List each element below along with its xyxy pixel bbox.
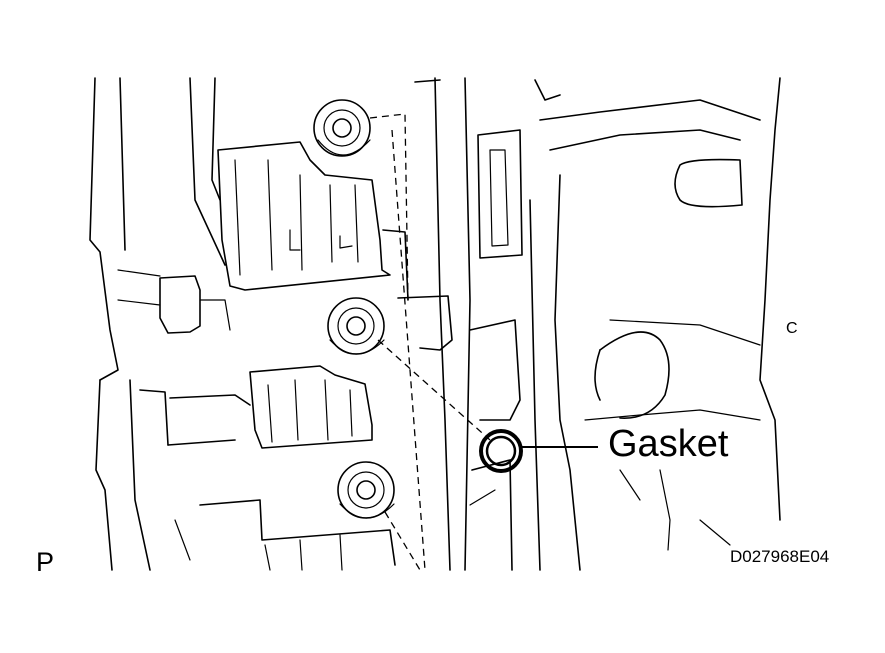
gasket-ring <box>479 429 523 473</box>
middle-pad <box>139 365 373 449</box>
view-letter: P <box>36 547 55 577</box>
lower-pad <box>174 499 396 571</box>
bolt-middle <box>327 297 385 355</box>
left-boss <box>117 269 231 334</box>
upper-pad <box>217 141 409 301</box>
bolt-upper <box>313 99 371 157</box>
block-outline-left <box>89 77 226 571</box>
gasket-label: Gasket <box>608 423 729 465</box>
right-section <box>529 77 781 571</box>
center-channel <box>397 77 523 571</box>
dashed-guides <box>369 113 491 571</box>
reference-code: D027968E04 <box>730 547 830 566</box>
side-mark: C <box>786 320 798 337</box>
bolt-lower <box>337 461 395 519</box>
